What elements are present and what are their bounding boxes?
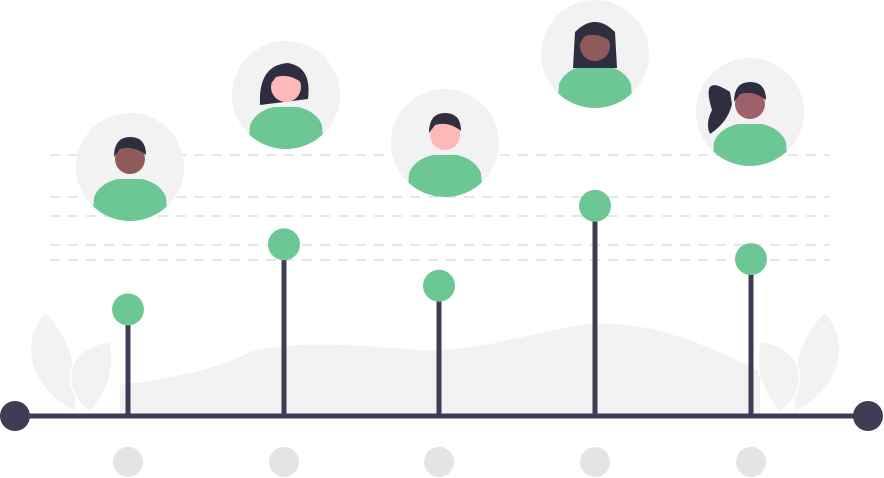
avatar-head (430, 120, 460, 150)
avatar (391, 89, 499, 197)
milestone-node (268, 228, 300, 261)
hair-top (429, 113, 461, 133)
avatar-body (712, 124, 788, 166)
hair-top (579, 24, 611, 44)
bottom-dot (269, 447, 299, 477)
person-short-hair-icon (92, 137, 168, 221)
avatars (76, 0, 804, 221)
bottom-dot (736, 447, 766, 477)
avatar-body (92, 179, 168, 221)
bottom-dot (580, 447, 610, 477)
milestone-node (423, 269, 455, 302)
person-short-hair-icon (407, 113, 483, 197)
avatar-body (557, 66, 633, 108)
person-ponytail-icon (707, 82, 788, 166)
bottom-dots (113, 447, 766, 477)
ponytail (707, 85, 732, 134)
avatar-head (735, 89, 765, 119)
milestone-node (112, 293, 144, 326)
bottom-dot (424, 447, 454, 477)
avatar-body (407, 155, 483, 197)
avatar (696, 58, 804, 166)
avatar-head (271, 72, 301, 102)
avatar (232, 41, 340, 149)
timeline-end-node (853, 401, 883, 431)
hair-top (734, 82, 766, 102)
hair-top (270, 65, 302, 85)
person-long-hair-icon (557, 22, 633, 108)
stems (112, 189, 767, 416)
avatar-head (580, 31, 610, 61)
person-bob-hair-icon (248, 63, 324, 149)
hair-top (114, 137, 146, 157)
avatar (76, 113, 184, 221)
bottom-dot (113, 447, 143, 477)
left-leaves (29, 310, 113, 414)
right-leaves (757, 310, 841, 414)
milestone-node (735, 243, 767, 276)
avatar-head (115, 144, 145, 174)
timeline-start-node (0, 401, 30, 431)
milestone-node (579, 189, 611, 222)
avatar-body (248, 107, 324, 149)
avatar (541, 0, 649, 108)
